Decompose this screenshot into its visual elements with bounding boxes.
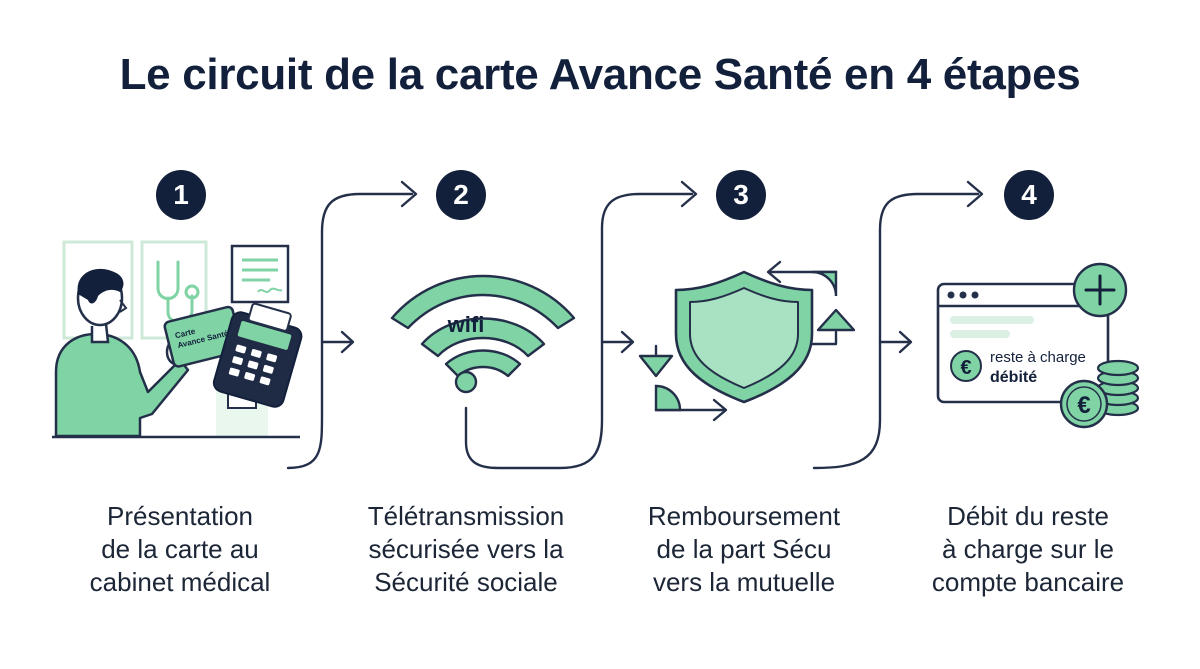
wifi-icon: wifi [390, 274, 576, 394]
caption-line: Débit du reste [947, 501, 1109, 531]
step-1-number: 1 [156, 170, 206, 220]
caption-line: Remboursement [647, 501, 841, 531]
corner-arc-icon [811, 270, 838, 297]
caption-line: vers la mutuelle [652, 567, 836, 597]
euro-coin-icon: € [1059, 379, 1109, 429]
caption-line: de la carte au [101, 534, 259, 564]
shield-icon [674, 270, 814, 404]
connector-3-4 [812, 192, 980, 470]
step-1-caption: Présentation de la carte au cabinet médi… [50, 500, 310, 599]
patient-person-icon [54, 268, 190, 438]
page-title: Le circuit de la carte Avance Santé en 4… [119, 50, 1081, 99]
caption-line: Télétransmission [367, 501, 565, 531]
triangle-up-icon [816, 308, 856, 332]
arrowhead-3-4-top [966, 180, 984, 208]
connector-arrows [286, 180, 984, 470]
arrowhead-2-3-mid [620, 330, 635, 354]
stethoscope-icon [156, 260, 200, 324]
arrowhead-2-3-top [680, 180, 698, 208]
step-4-caption: Débit du reste à charge sur le compte ba… [898, 500, 1158, 599]
arrowhead-3-4-mid [898, 330, 913, 354]
arrowhead-1-2-mid [340, 330, 355, 354]
connector-2-3 [464, 192, 694, 470]
debit-text-line2: débité [990, 369, 1037, 386]
euro-symbol: € [960, 357, 971, 379]
caption-line: à charge sur le [942, 534, 1114, 564]
triangle-down-icon [638, 354, 674, 378]
caption-line: de la part Sécu [656, 534, 832, 564]
debit-text-line1: reste à charge [990, 349, 1086, 366]
caption-line: sécurisée vers la [368, 534, 564, 564]
caption-line: cabinet médical [89, 567, 271, 597]
arrowhead-1-2-top [400, 180, 418, 208]
step-3-caption: Remboursement de la part Sécu vers la mu… [614, 500, 874, 599]
bank-browser-coins-icon: € reste à charge débité € [936, 262, 1140, 429]
euro-badge-icon [950, 350, 982, 382]
card-payment-terminal-icon [212, 302, 303, 408]
caption-line: compte bancaire [931, 567, 1125, 597]
caption-line: Sécurité sociale [374, 567, 558, 597]
doctor-office-card-terminal-illustration: Carte Avance Santé [52, 240, 303, 439]
step-4-number: 4 [1004, 170, 1054, 220]
caption-line: Présentation [107, 501, 253, 531]
connector-1-2 [286, 192, 414, 470]
certificate-icon [230, 244, 290, 304]
coin-euro-symbol: € [1077, 392, 1090, 419]
step-2-number: 2 [436, 170, 486, 220]
step-3-number: 3 [716, 170, 766, 220]
wifi-label: wifi [447, 312, 485, 337]
shield-exchange-illustration [638, 260, 856, 422]
corner-arc-icon [654, 384, 682, 412]
plus-badge-icon [1072, 262, 1128, 318]
step-2-caption: Télétransmission sécurisée vers la Sécur… [336, 500, 596, 599]
